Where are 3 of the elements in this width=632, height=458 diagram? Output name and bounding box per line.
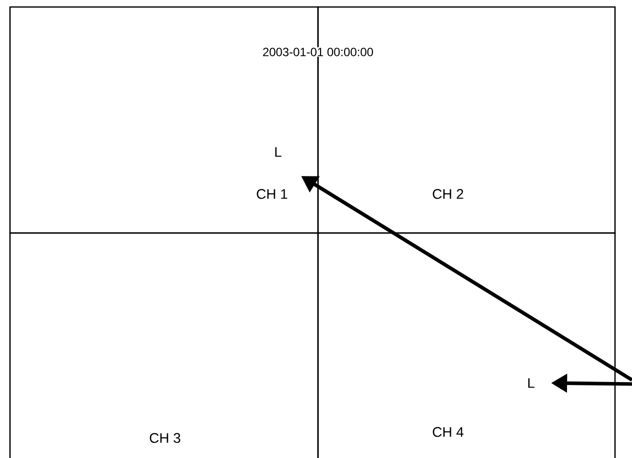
marker-letter: L (528, 378, 534, 388)
channel-view: CH 3 (9, 232, 319, 458)
marker-letter: L (275, 147, 282, 157)
